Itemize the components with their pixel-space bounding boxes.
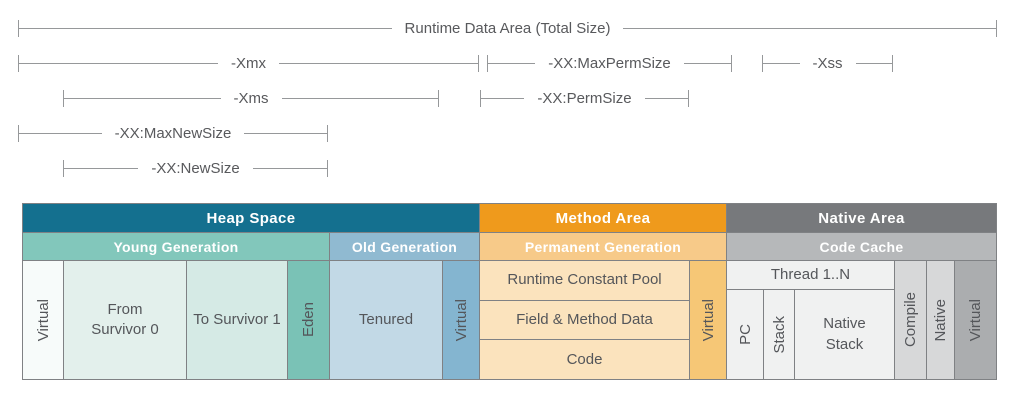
ruler-tick [18, 125, 19, 142]
ruler-line [683, 63, 731, 64]
ruler-line [252, 168, 328, 169]
old-virtual-label: Virtual [452, 298, 470, 342]
ruler-tick [63, 160, 64, 177]
native-area-section: Native Area Code Cache Thread 1..N PC St… [727, 204, 996, 379]
heap-subheader-row: Young Generation Old Generation [23, 233, 479, 260]
ruler-line [244, 133, 328, 134]
ruler-label: -Xmx [231, 55, 266, 72]
ruler-perm-size: -XX:PermSize [480, 90, 690, 107]
to-survivor-label: To Survivor 1 [193, 310, 281, 328]
ruler-tick [480, 90, 481, 107]
thread-columns-row: PC Stack Native Stack [727, 290, 894, 379]
eden-cell: Eden [288, 261, 329, 379]
ruler-runtime-data-area: Runtime Data Area (Total Size) [18, 20, 998, 37]
runtime-constant-pool-cell: Runtime Constant Pool [480, 261, 689, 300]
ruler-tick [688, 90, 690, 107]
permanent-generation-header: Permanent Generation [480, 233, 726, 260]
ruler-tick [892, 55, 893, 72]
young-generation-header: Young Generation [23, 233, 329, 260]
young-virtual-label: Virtual [34, 298, 52, 342]
ruler-tick [438, 90, 439, 107]
ruler-label: -XX:PermSize [537, 90, 632, 107]
ruler-label: -XX:NewSize [151, 160, 240, 177]
ruler-max-new-size: -XX:MaxNewSize [18, 125, 329, 142]
ruler-label: -XX:MaxPermSize [548, 55, 671, 72]
ruler-line [855, 63, 892, 64]
from-survivor-cell: From Survivor 0 [64, 261, 186, 379]
native-label: Native [932, 298, 949, 342]
ruler-max-perm-size: -XX:MaxPermSize [487, 55, 732, 72]
ruler-label: -Xms [233, 90, 269, 107]
ruler-line [281, 98, 438, 99]
native-body-row: Thread 1..N PC Stack Native Stack Compil… [727, 261, 996, 379]
method-area-header: Method Area [480, 204, 726, 232]
pc-cell: PC [727, 290, 763, 379]
thread-header-cell: Thread 1..N [727, 261, 894, 289]
permanent-generation-stack: Runtime Constant Pool Field & Method Dat… [480, 261, 689, 380]
native-virtual-cell: Virtual [955, 261, 996, 379]
compile-label: Compile [902, 292, 919, 348]
heap-body-row: Virtual From Survivor 0 To Survivor 1 Ed… [23, 261, 479, 379]
ruler-line [644, 98, 689, 99]
ruler-xmx: -Xmx [18, 55, 479, 72]
ruler-tick [63, 90, 64, 107]
ruler-tick [327, 125, 329, 142]
native-cell: Native [927, 261, 954, 379]
stack-label: Stack [770, 315, 788, 354]
ruler-line [19, 63, 218, 64]
ruler-tick [327, 160, 329, 177]
ruler-tick [478, 55, 479, 72]
native-virtual-label: Virtual [967, 298, 984, 342]
heap-space-header: Heap Space [23, 204, 479, 232]
method-body-row: Runtime Constant Pool Field & Method Dat… [480, 261, 726, 380]
code-cache-header: Code Cache [727, 233, 996, 260]
code-cell: Code [480, 340, 689, 380]
ruler-line [19, 28, 392, 29]
from-survivor-label: From Survivor 0 [91, 300, 159, 338]
ruler-xms: -Xms [63, 90, 439, 107]
ruler-label: Runtime Data Area (Total Size) [404, 20, 611, 37]
method-subheader-row: Permanent Generation [480, 233, 726, 260]
ruler-label: -Xss [812, 55, 843, 72]
ruler-line [763, 63, 800, 64]
ruler-line [279, 63, 478, 64]
ruler-tick [996, 20, 998, 37]
ruler-line [64, 98, 221, 99]
native-area-header: Native Area [727, 204, 996, 232]
method-virtual-label: Virtual [699, 298, 717, 342]
old-virtual-cell: Virtual [443, 261, 479, 379]
compile-cell: Compile [895, 261, 926, 379]
method-area-section: Method Area Permanent Generation Runtime… [480, 204, 726, 380]
ruler-line [623, 28, 997, 29]
native-stack-cell: Native Stack [795, 290, 894, 379]
ruler-tick [487, 55, 488, 72]
ruler-line [481, 98, 525, 99]
eden-label: Eden [300, 302, 317, 338]
heap-space-section: Heap Space Young Generation Old Generati… [23, 204, 479, 379]
old-generation-header: Old Generation [330, 233, 479, 260]
ruler-tick [18, 20, 19, 37]
tenured-label: Tenured [358, 310, 414, 328]
stack-cell: Stack [764, 290, 794, 379]
field-method-data-cell: Field & Method Data [480, 300, 689, 340]
ruler-line [488, 63, 536, 64]
ruler-new-size: -XX:NewSize [63, 160, 329, 177]
ruler-tick [731, 55, 732, 72]
to-survivor-cell: To Survivor 1 [187, 261, 287, 379]
young-virtual-cell: Virtual [23, 261, 63, 379]
ruler-line [19, 133, 102, 134]
method-virtual-cell: Virtual [690, 261, 726, 379]
native-stack-label: Native Stack [823, 315, 866, 353]
ruler-label: -XX:MaxNewSize [114, 125, 232, 142]
ruler-line [64, 168, 139, 169]
jvm-memory-table: Heap Space Young Generation Old Generati… [22, 203, 997, 380]
ruler-tick [762, 55, 763, 72]
pc-label: PC [736, 324, 754, 345]
tenured-cell: Tenured [330, 261, 442, 379]
ruler-tick [18, 55, 19, 72]
thread-group: Thread 1..N PC Stack Native Stack [727, 261, 894, 379]
native-subheader-row: Code Cache [727, 233, 996, 260]
ruler-xss: -Xss [762, 55, 893, 72]
